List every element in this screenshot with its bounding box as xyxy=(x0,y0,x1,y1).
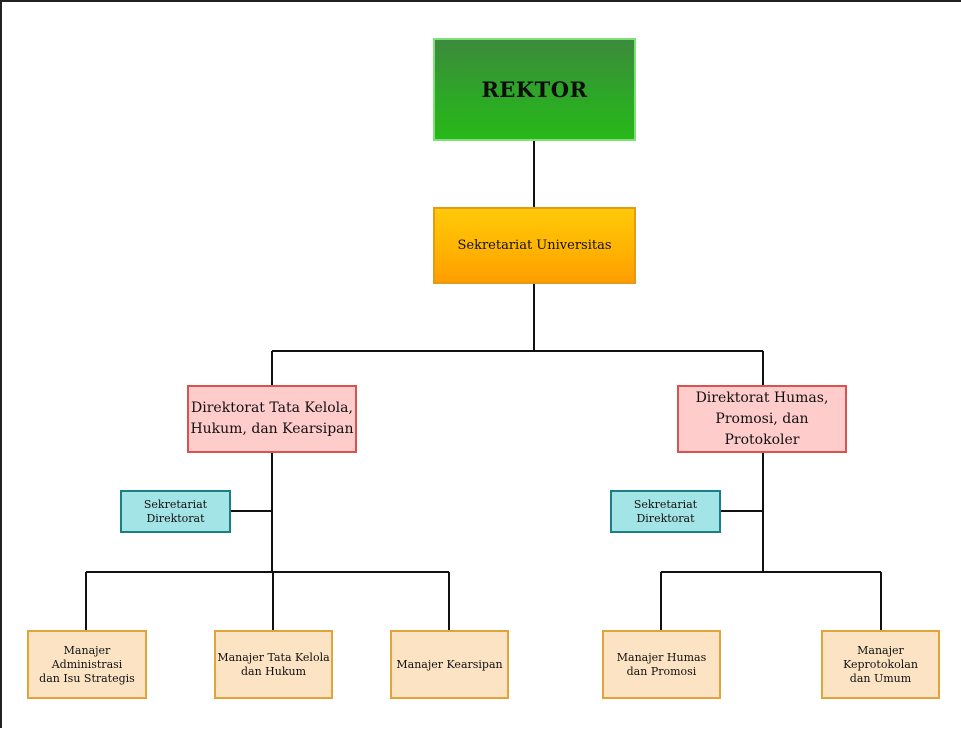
sekretariat-direktorat-left-box: Sekretariat Direktorat xyxy=(120,490,231,533)
manajer-kearsipan-label: Manajer Kearsipan xyxy=(396,657,503,671)
sekretariat-universitas-box: Sekretariat Universitas xyxy=(433,207,636,284)
direktorat-humas-label: Direktorat Humas, Promosi, dan Protokole… xyxy=(695,389,829,448)
manajer-humas-label: Manajer Humas dan Promosi xyxy=(616,650,707,678)
direktorat-tata-kelola-box: Direktorat Tata Kelola, Hukum, dan Kears… xyxy=(187,385,357,453)
rektor-label: REKTOR xyxy=(481,77,588,102)
sekretariat-direktorat-right-box: Sekretariat Direktorat xyxy=(610,490,721,533)
sekretariat-universitas-label: Sekretariat Universitas xyxy=(457,238,612,253)
manajer-administrasi-box: Manajer Administrasi dan Isu Strategis xyxy=(27,630,147,699)
direktorat-humas-box: Direktorat Humas, Promosi, dan Protokole… xyxy=(677,385,847,453)
sekretariat-direktorat-right-label: Sekretariat Direktorat xyxy=(633,497,698,525)
rektor-box: REKTOR xyxy=(433,38,636,141)
manajer-tata-kelola-label: Manajer Tata Kelola dan Hukum xyxy=(217,650,330,678)
manajer-humas-box: Manajer Humas dan Promosi xyxy=(602,630,721,699)
direktorat-tata-kelola-label: Direktorat Tata Kelola, Hukum, dan Kears… xyxy=(190,400,354,437)
manajer-tata-kelola-box: Manajer Tata Kelola dan Hukum xyxy=(214,630,333,699)
sekretariat-direktorat-left-label: Sekretariat Direktorat xyxy=(143,497,208,525)
manajer-administrasi-label: Manajer Administrasi dan Isu Strategis xyxy=(39,643,135,685)
manajer-keprotokolan-box: Manajer Keprotokolan dan Umum xyxy=(821,630,940,699)
manajer-keprotokolan-label: Manajer Keprotokolan dan Umum xyxy=(843,643,918,685)
manajer-kearsipan-box: Manajer Kearsipan xyxy=(390,630,509,699)
